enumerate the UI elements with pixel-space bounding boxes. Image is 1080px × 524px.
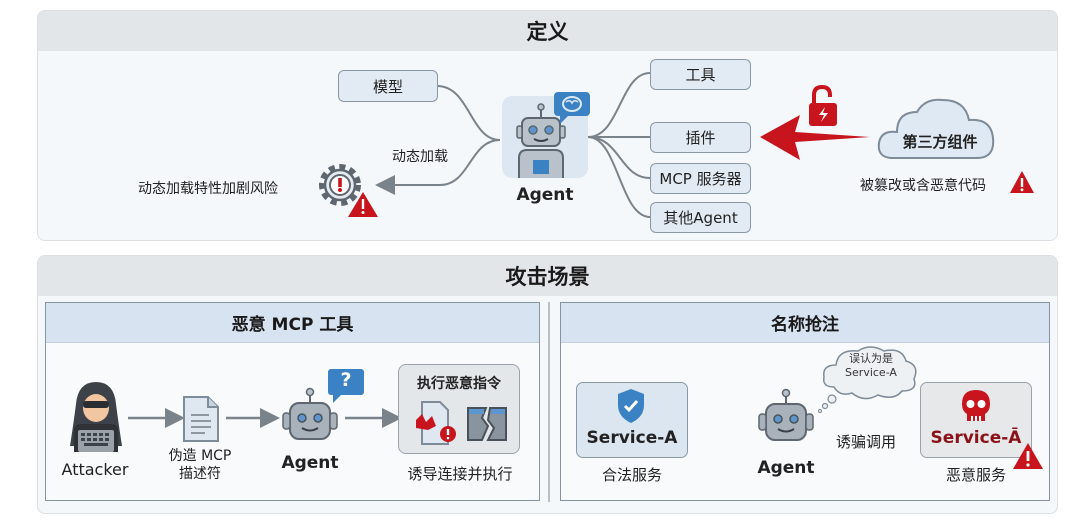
descriptor-label-line1: 伪造 MCP: [168, 448, 232, 464]
attack-divider: [548, 302, 550, 502]
component-label: 其他Agent: [663, 209, 738, 227]
dynamic-load-label: 动态加载: [392, 149, 448, 165]
document-icon: [183, 396, 219, 442]
execute-box-title: 执行恶意指令: [417, 376, 501, 392]
legit-caption: 合法服务: [601, 466, 662, 484]
definition-panel: 定义: [37, 10, 1058, 241]
descriptor-label: 伪造 MCP 描述符: [155, 447, 245, 483]
definition-connectors: [375, 72, 870, 218]
component-mcp-server: MCP 服务器: [650, 163, 751, 194]
thought-cloud-icon: [818, 346, 917, 413]
component-label: 插件: [685, 129, 716, 147]
component-plugins: 插件: [650, 122, 751, 153]
model-label: 模型: [372, 77, 403, 96]
connector-dynamic-load: [375, 139, 501, 195]
descriptor-label-line2: 描述符: [179, 466, 221, 482]
connector-mcp: [587, 136, 651, 179]
red-arrow: [760, 115, 870, 160]
deceive-label: 诱骗调用: [836, 433, 897, 451]
connector-other-agent: [587, 136, 651, 218]
corrupted-file-icon: [416, 401, 456, 445]
cloud-icon: [877, 98, 995, 159]
malicious-mcp-title: 恶意 MCP 工具: [46, 303, 539, 343]
shield-check-icon: [618, 389, 644, 423]
attacker-label: Attacker: [61, 460, 129, 479]
brain-bubble-icon: [554, 92, 590, 124]
thought-text: 误认为是 Service-A: [826, 352, 916, 380]
mcp-agent-label: Agent: [281, 453, 339, 473]
malicious-caption: 恶意服务: [945, 466, 1006, 484]
connector-model: [436, 85, 501, 141]
model-node: 模型: [338, 70, 438, 102]
third-party-note: 被篡改或含恶意代码: [860, 178, 986, 194]
attack-title: 攻击场景: [38, 256, 1057, 296]
warning-icon: [1010, 171, 1034, 193]
connector-tools: [587, 72, 651, 138]
robot-icon: [516, 103, 566, 178]
malicious-service-name: Service-Ā: [930, 428, 1022, 448]
component-label: MCP 服务器: [659, 170, 742, 188]
squatting-agent-label: Agent: [757, 458, 815, 478]
thought-line1: 误认为是: [849, 352, 893, 365]
question-mark: ?: [340, 369, 352, 391]
gear-warning-icon: [319, 164, 378, 217]
name-squatting-title: 名称抢注: [561, 303, 1049, 343]
execute-caption: 诱导连接并执行: [407, 465, 513, 483]
legit-service-name: Service-A: [586, 428, 678, 448]
malicious-mcp-panel: 恶意 MCP 工具: [45, 302, 540, 501]
hacker-icon: [70, 382, 122, 452]
skull-icon: [962, 390, 990, 421]
robot-icon: [282, 387, 338, 440]
thought-line2: Service-A: [845, 366, 897, 379]
component-tools: 工具: [650, 59, 751, 90]
robot-icon: [758, 388, 814, 441]
component-label: 工具: [685, 66, 716, 84]
broken-window-icon: [467, 407, 507, 441]
risk-label: 动态加载特性加剧风险: [138, 181, 278, 197]
warning-icon: [1013, 443, 1043, 469]
definition-title: 定义: [38, 11, 1057, 51]
component-other-agent: 其他Agent: [650, 202, 751, 233]
unlocked-lock-icon: [809, 84, 837, 126]
third-party-label: 第三方组件: [902, 133, 978, 151]
agent-label: Agent: [516, 185, 574, 205]
question-bubble-icon: [328, 369, 364, 403]
